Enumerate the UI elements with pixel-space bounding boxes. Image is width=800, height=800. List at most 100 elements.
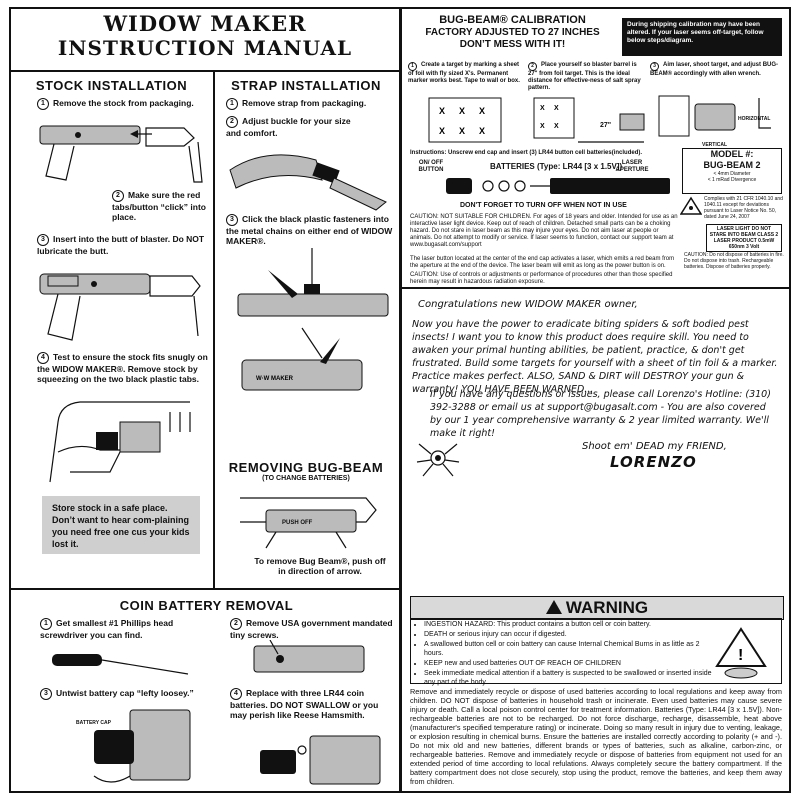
bugbeam-remove-illustration: [240, 497, 377, 549]
laser-hazard-icon: [680, 196, 702, 215]
svg-text:X: X: [439, 126, 445, 136]
dont-forget-label: DON'T FORGET TO TURN OFF WHEN NOT IN USE: [460, 202, 627, 209]
svg-text:X: X: [540, 105, 545, 112]
stock-illustration-1: [39, 125, 203, 183]
step-number: 1: [37, 98, 49, 110]
onoff-label: ON/ OFF BUTTON: [418, 160, 444, 173]
model-label: MODEL #:: [710, 149, 754, 159]
step-number: 1: [40, 618, 52, 630]
caution-controls: CAUTION: Use of controls or adjustments …: [410, 272, 673, 285]
spider-drawing: [416, 443, 460, 477]
calibration-factory: FACTORY ADJUSTED TO 27 INCHES: [425, 27, 600, 38]
step-number: 1: [226, 98, 238, 110]
pushoff-label: PUSH OFF: [282, 520, 313, 526]
step-number: 1: [408, 62, 417, 71]
compliance-text: Complies with 21 CFR 1040.10 and 1040.11…: [704, 196, 783, 220]
title-line-2: INSTRUCTION MANUAL: [57, 36, 353, 60]
warning-item: KEEP new and used batteries OUT OF REACH…: [424, 659, 714, 668]
warning-triangle-icon: [545, 600, 562, 614]
bugbeam-remove-heading: REMOVING BUG-BEAM: [228, 460, 384, 475]
svg-text:X: X: [459, 106, 465, 116]
calibration-notice: During shipping calibration may have bee…: [622, 18, 782, 56]
step-number: 2: [230, 618, 242, 630]
svg-text:X: X: [459, 126, 465, 136]
svg-text:X: X: [479, 106, 485, 116]
letter-signoff: Shoot em' DEAD my FRIEND,: [582, 441, 727, 452]
bugbeam-remove-caption: To remove Bug Beam®, push off in directi…: [254, 556, 386, 576]
svg-text:W·W MAKER: W·W MAKER: [256, 376, 294, 382]
step-number: 2: [112, 190, 124, 202]
stock-illustration-2: [39, 273, 201, 341]
screwdriver-illustration: [52, 654, 189, 675]
battery-disposal-caution: CAUTION: Do not dispose of batteries in …: [684, 252, 784, 270]
vertical-label: VERTICAL: [702, 142, 727, 148]
warning-banner: WARNING: [410, 596, 784, 620]
battery-disposal-text: Remove and immediately recycle or dispos…: [410, 687, 782, 786]
step-number: 3: [226, 214, 238, 226]
center-divider: [399, 7, 402, 793]
calibration-dont-mess: DON’T MESS WITH IT!: [459, 39, 566, 50]
warning-item: INGESTION HAZARD: This product contains …: [424, 620, 714, 629]
stock-heading: STOCK INSTALLATION: [35, 78, 188, 93]
step-number: 3: [37, 234, 49, 246]
caution-not-for-children: CAUTION: NOT SUITABLE FOR CHILDREN. For …: [410, 214, 678, 248]
letter-body: Now you have the power to eradicate biti…: [412, 319, 778, 395]
svg-text:X: X: [479, 126, 485, 136]
calibration-title: BUG-BEAM® CALIBRATION: [439, 14, 586, 26]
battery-cap-illustration: [93, 709, 191, 783]
letter-greeting: Congratulations new WIDOW MAKER owner,: [418, 299, 638, 310]
letter-signature: LORENZO: [610, 453, 697, 471]
warning-item: Seek immediate medical attention if a ba…: [424, 669, 714, 687]
model-value: BUG-BEAM 2: [703, 160, 761, 170]
battery-instructions: Instructions: Unscrew end cap and insert…: [410, 150, 643, 156]
battery-cap-label: BATTERY CAP: [76, 720, 111, 726]
step-number: 2: [528, 62, 537, 71]
strap-clip-illustration: W·W MAKER: [237, 248, 389, 391]
letter-contact: If you have any questions or issues, ple…: [430, 389, 771, 439]
coin-heading: COIN BATTERY REMOVAL: [119, 598, 294, 613]
stock-squeeze-illustration: [49, 401, 191, 483]
manual-title: WIDOW MAKER INSTRUCTION MANUAL: [20, 11, 390, 61]
left-title-divider: [9, 70, 400, 72]
svg-text:X: X: [439, 106, 445, 116]
warning-item: A swallowed button cell or coin battery …: [424, 640, 714, 658]
warning-box: [410, 618, 782, 684]
title-line-1: WIDOW MAKER: [103, 11, 307, 36]
warning-title: WARNING: [565, 598, 649, 617]
stock-storage-note: Store stock in a safe place. Don’t want …: [42, 496, 200, 554]
step-number: 4: [37, 352, 49, 364]
bugbeam-remove-subheading: (TO CHANGE BATTERIES): [262, 475, 350, 482]
step-number: 3: [650, 62, 659, 71]
step-number: 4: [230, 688, 242, 700]
caution-laser-button: The laser button located at the center o…: [410, 256, 675, 269]
laser-class-label: LASER LIGHT DO NOT STARE INTO BEAM CLASS…: [706, 224, 782, 252]
coin-divider: [9, 588, 400, 590]
step-number: 2: [226, 116, 238, 128]
svg-text:X: X: [540, 123, 545, 130]
step-number: 3: [40, 688, 52, 700]
strap-illustration: [229, 154, 387, 211]
horizontal-label: HORIZONTAL: [738, 116, 771, 122]
calibration-divider: [400, 287, 791, 289]
tiny-screws-illustration: [253, 640, 365, 673]
distance-label: 27": [600, 122, 612, 129]
coin-batteries-illustration: [260, 735, 381, 785]
model-box: MODEL #: BUG-BEAM 2 < 4mm Diameter < 1 m…: [682, 148, 782, 194]
svg-text:X: X: [554, 123, 559, 130]
coin-battery-hazard-icon: !: [715, 627, 767, 679]
